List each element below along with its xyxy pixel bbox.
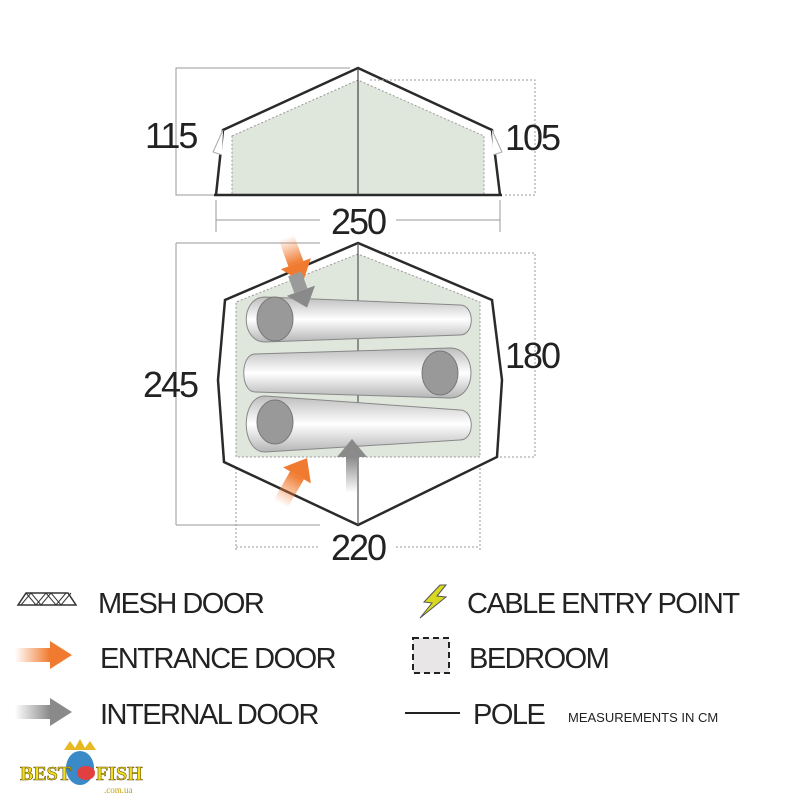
length-label: 245 <box>143 364 198 405</box>
legend: MESH DOOR ENTRANCE DOOR INTERNAL DOOR CA… <box>15 584 742 731</box>
legend-internal-door: INTERNAL DOOR <box>100 699 318 731</box>
floor-plan <box>175 234 536 550</box>
entrance-arrow-bottom <box>273 458 311 508</box>
right-height-label: 105 <box>505 117 560 158</box>
entrance-arrow-icon <box>15 641 72 669</box>
sleeping-bag <box>243 347 472 399</box>
lightning-bolt-icon <box>419 584 448 619</box>
legend-mesh-door: MESH DOOR <box>98 588 264 620</box>
measurements-note: MEASUREMENTS IN CM <box>568 710 718 725</box>
left-height-label: 115 <box>145 115 197 156</box>
legend-cable-entry: CABLE ENTRY POINT <box>467 588 740 620</box>
bedroom-width-label: 220 <box>331 527 386 568</box>
side-elevation <box>175 66 536 232</box>
internal-arrow-icon <box>15 698 72 726</box>
internal-arrow-top <box>286 271 315 308</box>
legend-pole: POLE <box>473 699 546 731</box>
legend-bedroom: BEDROOM <box>469 643 608 675</box>
bedroom-icon <box>412 637 450 674</box>
entrance-arrow-top <box>278 234 311 283</box>
mesh-door-icon <box>16 592 78 606</box>
svg-text:.com.ua: .com.ua <box>104 785 133 795</box>
bedroom-length-label: 180 <box>505 335 560 376</box>
internal-arrow-bottom <box>337 439 367 493</box>
bestfish-watermark-logo: BEST FISH .com.ua <box>20 739 143 795</box>
svg-text:BEST: BEST <box>20 763 72 785</box>
legend-entrance-door: ENTRANCE DOOR <box>100 643 336 675</box>
svg-text:FISH: FISH <box>96 763 143 785</box>
sleeping-bag <box>245 395 472 453</box>
width-label: 250 <box>331 201 386 242</box>
sleeping-bag <box>245 296 472 343</box>
